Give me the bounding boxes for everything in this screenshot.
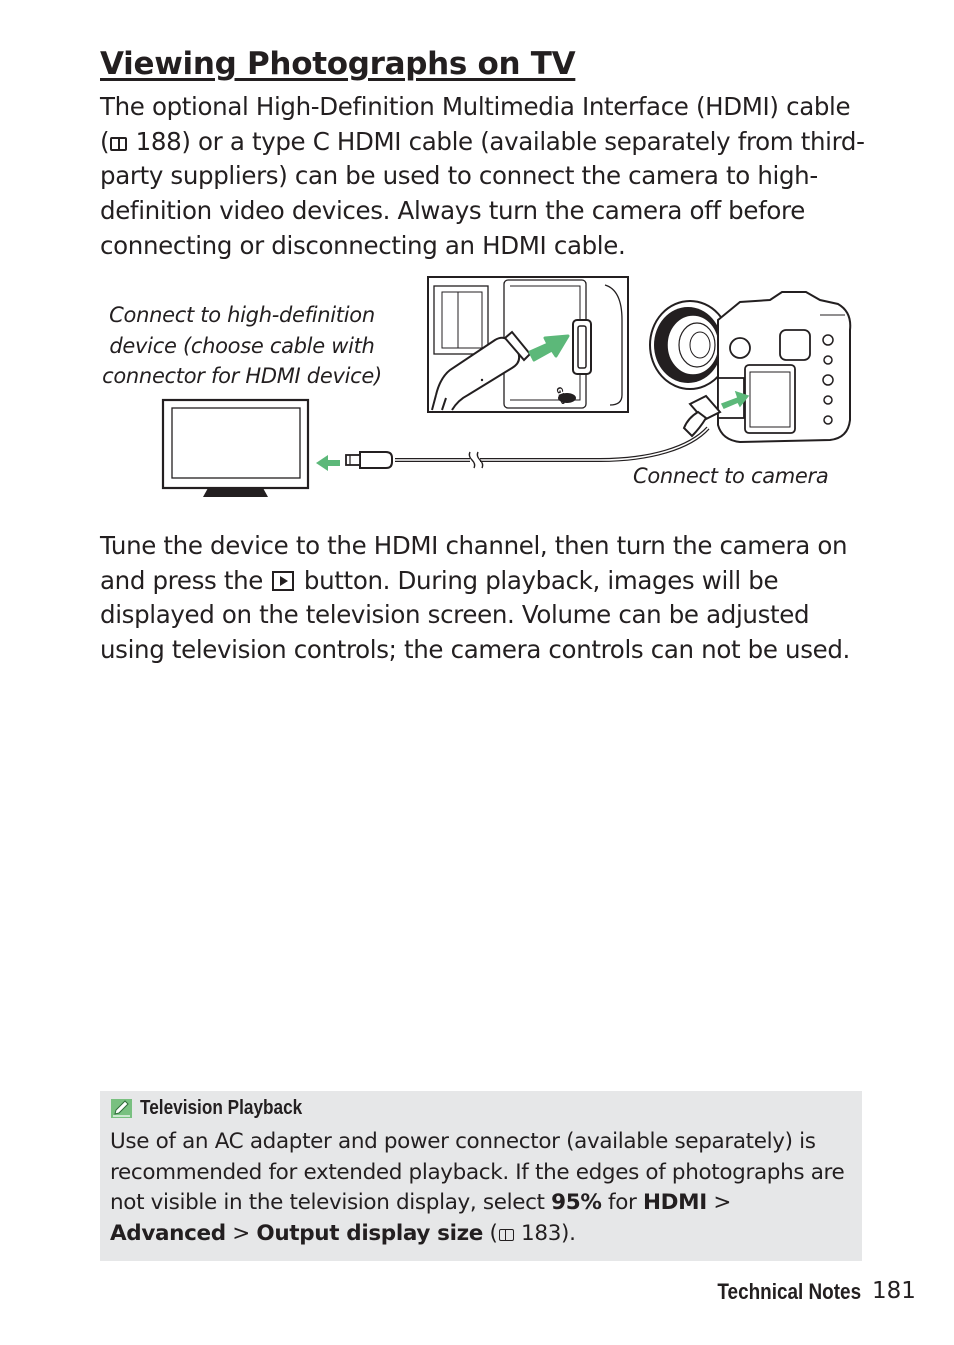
caption-line: Connect to high-definition: [109, 303, 375, 327]
note-body: Use of an AC adapter and power connector…: [110, 1127, 845, 1250]
pencil-note-icon: [111, 1099, 132, 1118]
playback-paragraph: Tune the device to the HDMI channel, the…: [100, 529, 850, 668]
hdmi-cable: [395, 426, 710, 469]
playback-text: button. During playback, images will be: [303, 565, 779, 595]
note-line: recommended for extended playback. If th…: [110, 1159, 845, 1185]
menu-separator: >: [713, 1190, 732, 1216]
television-icon: [161, 398, 310, 497]
menu-item-advanced: Advanced: [110, 1220, 226, 1246]
intro-paragraph: The optional High-Definition Multimedia …: [100, 90, 865, 264]
note-text: for: [608, 1190, 637, 1216]
playback-line: using television controls; the camera co…: [100, 635, 850, 665]
intro-line: ( 188) or a type C HDMI cable (available…: [100, 126, 865, 156]
caption-line: device (choose cable with: [109, 333, 375, 358]
intro-text: or a type C HDMI cable (available separa…: [198, 126, 865, 156]
book-reference-icon: [498, 1228, 514, 1241]
note-title: Television Playback: [140, 1097, 303, 1119]
hdmi-plug-tv-icon: [345, 451, 393, 469]
hdmi-connection-diagram: GPS: [161, 276, 852, 497]
note-text: not visible in the television display, s…: [110, 1190, 545, 1216]
caption-connect-device: Connect to high-definition device (choos…: [100, 300, 384, 392]
book-reference-icon: [110, 136, 128, 151]
intro-line: definition video devices. Always turn th…: [100, 196, 805, 226]
paren: (: [489, 1220, 498, 1246]
television-playback-note: Television Playback Use of an AC adapter…: [100, 1091, 862, 1261]
caption-connect-camera: Connect to camera: [633, 464, 829, 488]
page-number: 181: [872, 1278, 916, 1304]
playback-line: displayed on the television screen. Volu…: [100, 600, 810, 630]
playback-button-icon: [272, 570, 295, 591]
footer-section-title: Technical Notes: [717, 1279, 861, 1304]
hdmi-port-detail-inset: GPS: [427, 276, 629, 413]
intro-line: party suppliers) can be used to connect …: [100, 161, 818, 191]
page-reference[interactable]: 183: [521, 1220, 562, 1246]
caption-line: connector for HDMI device): [102, 364, 382, 388]
arrow-left-icon: [316, 455, 340, 471]
camera-icon: [649, 291, 852, 444]
page-reference[interactable]: 188: [135, 126, 182, 156]
note-line: Advanced > Output display size ( 183).: [110, 1219, 844, 1250]
intro-line: The optional High-Definition Multimedia …: [100, 92, 851, 121]
note-line: Use of an AC adapter and power connector…: [110, 1129, 816, 1154]
menu-separator: >: [232, 1220, 250, 1246]
playback-line: and press the button. During playback, i…: [100, 564, 850, 599]
playback-text: and press the: [100, 565, 264, 595]
page-title: Viewing Photographs on TV: [100, 46, 576, 82]
setting-value: 95%: [551, 1190, 602, 1216]
paren: ).: [561, 1220, 576, 1246]
paren: (: [100, 126, 110, 156]
intro-line: connecting or disconnecting an HDMI cabl…: [100, 230, 626, 260]
menu-item-output-display-size: Output display size: [256, 1220, 484, 1246]
note-line: not visible in the television display, s…: [110, 1188, 844, 1219]
menu-item-hdmi: HDMI: [643, 1190, 707, 1216]
playback-line: Tune the device to the HDMI channel, the…: [100, 531, 848, 560]
